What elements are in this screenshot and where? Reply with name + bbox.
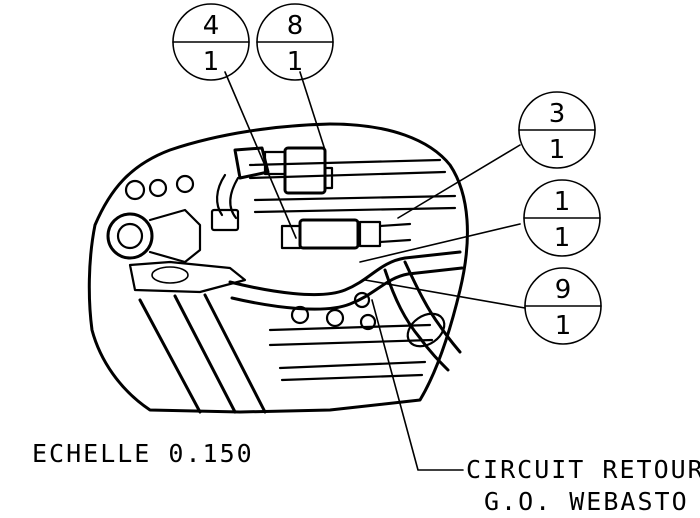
balloon-1-top: 1 (554, 187, 571, 217)
hose-clamp (406, 312, 446, 348)
hose-inner (403, 260, 462, 354)
balloon-8-bottom: 1 (287, 47, 304, 77)
balloon-3: 3 1 (518, 91, 596, 169)
assembly-drawing (87, 122, 469, 414)
balloon-9-top: 9 (555, 275, 572, 305)
bolt-head-3 (175, 174, 195, 194)
balloon-3-top: 3 (549, 99, 566, 129)
part-outline (87, 122, 469, 414)
lower-bolt-4 (359, 313, 377, 331)
scale-note: ECHELLE 0.150 (32, 439, 254, 468)
lower-bolt-1 (290, 305, 310, 325)
balloon-4-bottom: 1 (203, 47, 220, 77)
balloon-3-bottom: 1 (549, 135, 566, 165)
hose-outer (383, 268, 450, 372)
leader-circuit-retour (371, 299, 464, 471)
return-pipe-upper (228, 250, 462, 297)
plate-hole (151, 266, 189, 284)
rail-bottom (278, 360, 427, 382)
angled-fitting (233, 146, 270, 180)
leader-bubble-8 (299, 71, 326, 151)
nut-right (358, 220, 382, 248)
callout-line-1: CIRCUIT RETOUR (466, 455, 700, 484)
nut-left (280, 224, 302, 250)
bolt-head-1 (124, 179, 146, 201)
leader-bubble-3 (397, 144, 521, 219)
balloon-9-bottom: 1 (555, 311, 572, 341)
balloon-9: 9 1 (524, 267, 602, 345)
leader-lines (224, 71, 526, 471)
balloon-8-top: 8 (287, 11, 304, 41)
balloon-1-bottom: 1 (554, 223, 571, 253)
pipe-stub-right (378, 222, 412, 244)
return-pipe-lower (230, 266, 464, 311)
rail-upper (248, 158, 447, 180)
angled-tube (216, 173, 240, 220)
leader-bubble-9 (364, 279, 526, 309)
balloon-4-top: 4 (203, 11, 220, 41)
top-connector-cap (323, 166, 334, 190)
leader-bubble-1 (359, 223, 521, 263)
callout-line-2: G.O. WEBASTO (484, 487, 689, 516)
valve-block (298, 218, 360, 250)
round-fitting-outer (106, 212, 154, 260)
bracket-plate (128, 260, 247, 294)
angled-fitting-nut (210, 208, 240, 232)
fitting-body (148, 208, 202, 264)
balloon-8: 8 1 (256, 3, 334, 81)
leader-bubble-4 (224, 71, 297, 239)
bolt-head-2 (148, 178, 168, 198)
balloon-4: 4 1 (172, 3, 250, 81)
lower-bolt-3 (353, 291, 371, 309)
vertical-beam (138, 293, 267, 414)
rail-lower (268, 323, 434, 347)
round-fitting-inner (116, 222, 144, 250)
lower-bolt-2 (325, 308, 345, 328)
rail-middle (253, 194, 457, 214)
top-connector (283, 146, 327, 195)
balloon-1: 1 1 (523, 179, 601, 257)
